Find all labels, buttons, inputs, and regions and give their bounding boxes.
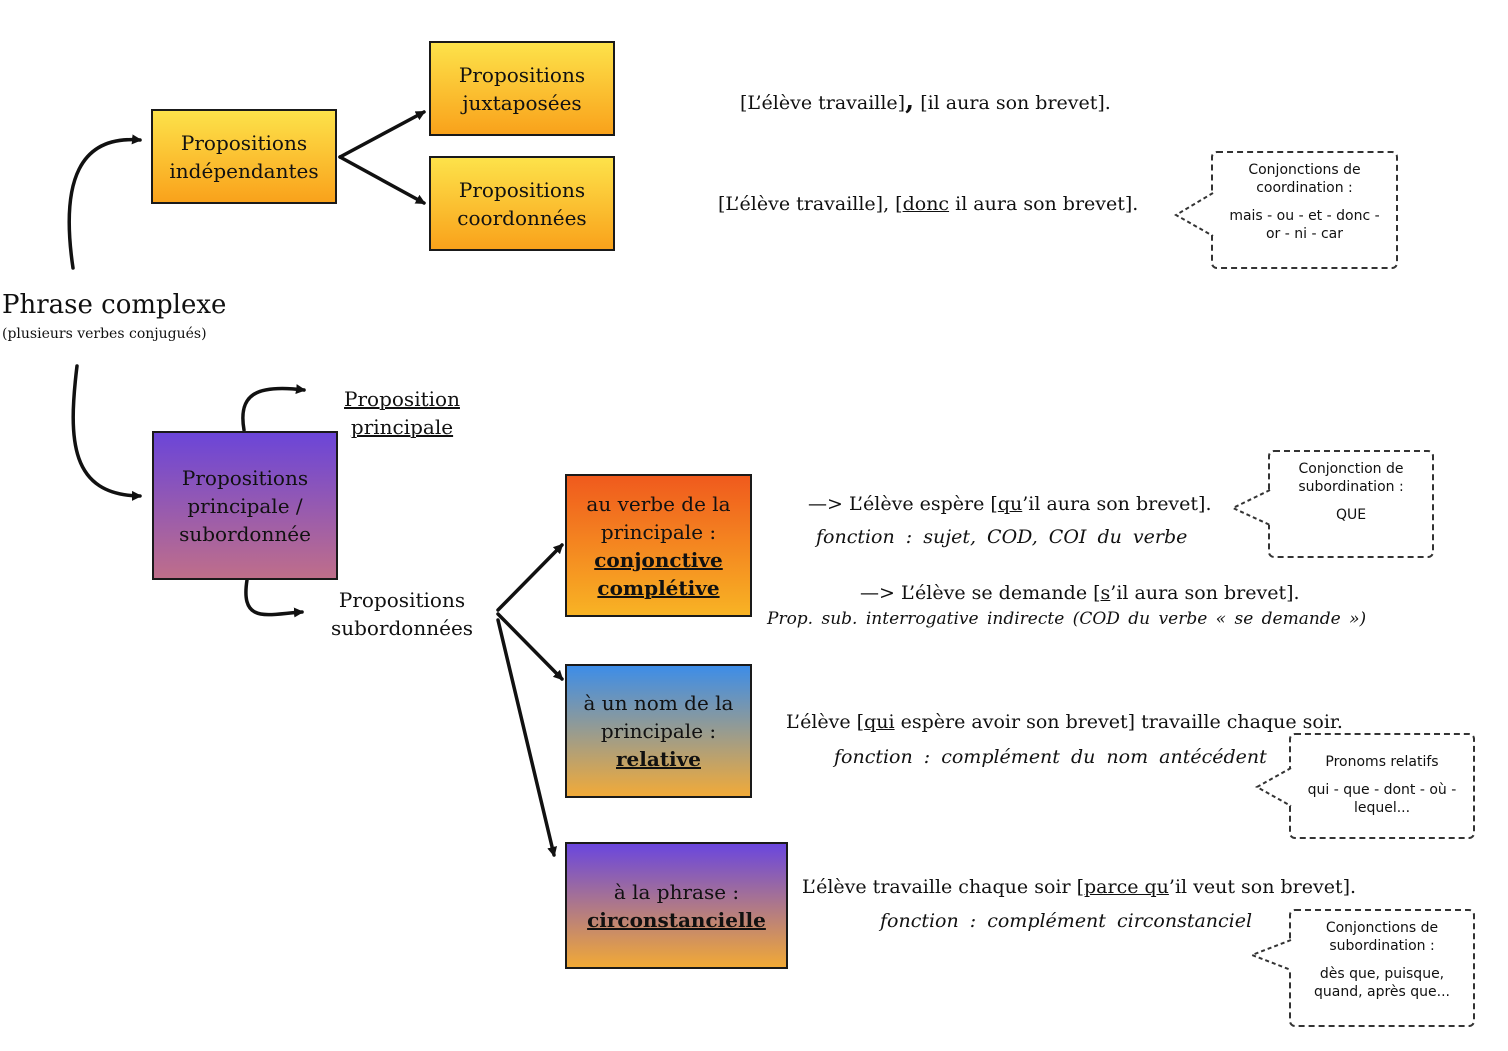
callout-subordination-title: Conjonctions de subordination : — [1325, 920, 1439, 954]
label-proposition-principale: Proposition principale — [344, 387, 460, 439]
box-circonstancielle-type: circonstancielle — [587, 907, 766, 932]
box-juxtaposees: Propositions juxtaposées — [429, 41, 615, 136]
callout-subordination-body: dès que, puisque, quand, après que... — [1314, 966, 1450, 1000]
arrow-to-completive — [496, 543, 564, 612]
root-title: Phrase complexe — [2, 290, 227, 320]
box-coordonnees-label: Propositions coordonnées — [457, 177, 587, 230]
tail-pronoms — [1254, 767, 1292, 807]
box-juxtaposees-label: Propositions juxtaposées — [458, 62, 586, 115]
example-completive-function: fonction : sujet, COD, COI du verbe — [816, 526, 1188, 548]
callout-que-body: QUE — [1335, 507, 1367, 523]
arrow-to-juxtaposees — [338, 110, 426, 159]
tail-coordination — [1174, 192, 1214, 237]
box-relative: à un nom de la principale : relative — [565, 664, 752, 798]
arrow-to-coordonnees — [338, 155, 426, 205]
box-relative-type: relative — [616, 747, 701, 771]
example-completive: —> L’élève espère [qu’il aura son brevet… — [808, 493, 1212, 515]
box-principale-subordonnee-label: Propositions principale / subordonnée — [179, 465, 311, 546]
arrow-to-principale — [241, 384, 306, 432]
example-interrogative: —> L’élève se demande [s’il aura son bre… — [860, 582, 1300, 604]
box-completive: au verbe de la principale : conjonctive … — [565, 474, 752, 617]
box-completive-text: au verbe de la principale : — [586, 491, 731, 544]
tail-subordination — [1249, 939, 1292, 971]
box-relative-text: à un nom de la principale : — [583, 691, 734, 743]
box-circonstancielle-text: à la phrase : — [613, 879, 740, 904]
example-coordination: [L’élève travaille], [donc il aura son b… — [718, 193, 1139, 215]
callout-conjonctions-coordination: Conjonctions de coordination : mais - ou… — [1211, 151, 1398, 269]
box-coordonnees: Propositions coordonnées — [429, 156, 615, 251]
arrow-to-subordonnees — [244, 578, 304, 618]
callout-pronoms-relatifs: Pronoms relatifs qui - que - dont - où -… — [1289, 733, 1475, 839]
example-relative: L’élève [qui espère avoir son brevet] tr… — [786, 711, 1343, 733]
callout-coordination-body: mais - ou - et - donc - or - ni - car — [1229, 208, 1380, 242]
root-subtitle: (plusieurs verbes conjugués) — [2, 326, 207, 342]
box-independantes-label: Propositions indépendantes — [169, 130, 319, 183]
example-relative-function: fonction : complément du nom antécédent — [834, 746, 1267, 768]
example-circonstancielle: L’élève travaille chaque soir [parce qu’… — [802, 876, 1357, 898]
callout-pronoms-title: Pronoms relatifs — [1325, 754, 1439, 770]
box-principale-subordonnee: Propositions principale / subordonnée — [152, 431, 338, 580]
box-completive-type: conjonctive complétive — [594, 547, 723, 600]
box-circonstancielle: à la phrase : circonstancielle — [565, 842, 788, 969]
label-propositions-subordonnees: Propositions subordonnées — [330, 588, 474, 640]
arrow-to-circonstancielle — [496, 618, 558, 857]
example-interrogative-function: Prop. sub. interrogative indirecte (COD … — [767, 609, 1367, 629]
example-juxtaposition: [L’élève travaille], [il aura son brevet… — [740, 86, 1111, 116]
example-circonstancielle-function: fonction : complément circonstanciel — [880, 910, 1253, 932]
arrow-root-to-independantes — [67, 134, 142, 270]
callout-conjonction-que: Conjonction de subordination : QUE — [1268, 450, 1434, 558]
tail-que — [1230, 489, 1271, 526]
callout-pronoms-body: qui - que - dont - où - lequel... — [1307, 782, 1457, 816]
callout-que-title: Conjonction de subordination : — [1298, 461, 1404, 495]
arrow-root-to-principale-sub — [71, 364, 142, 501]
callout-coordination-title: Conjonctions de coordination : — [1248, 162, 1361, 196]
arrow-to-relative — [496, 612, 564, 681]
box-independantes: Propositions indépendantes — [151, 109, 337, 204]
